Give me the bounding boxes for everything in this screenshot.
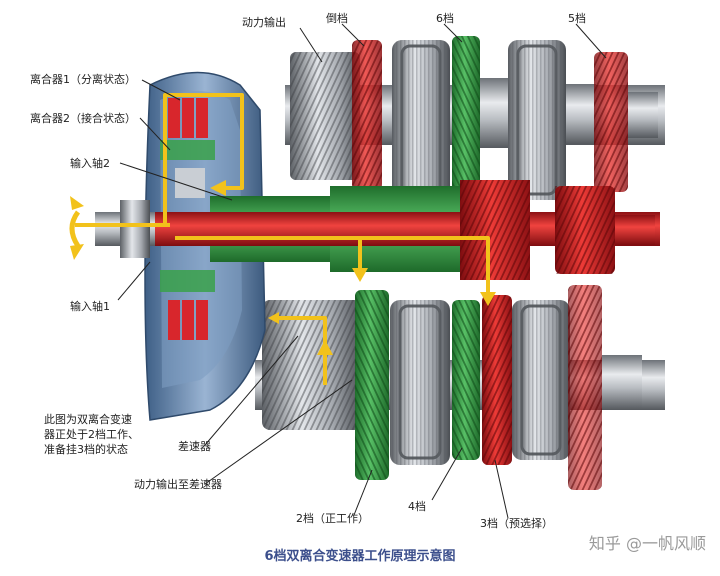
power-flow-arrowheads <box>210 180 496 355</box>
label-power-output: 动力输出 <box>242 16 286 29</box>
lower-output-shaft <box>255 285 665 490</box>
label-gear4: 4档 <box>408 500 426 513</box>
diagram-caption: 6档双离合变速器工作原理示意图 <box>264 549 456 564</box>
label-gear3: 3档（预选择） <box>480 517 553 530</box>
label-input-shaft1: 输入轴1 <box>70 300 110 313</box>
state-note-line: 此图为双离合变速 <box>44 413 132 426</box>
label-gear2: 2档（正工作） <box>296 512 369 525</box>
state-note-line: 器正处于2档工作、 <box>44 428 139 441</box>
power-flow-path <box>75 93 490 385</box>
upper-output-shaft <box>285 36 665 200</box>
leader-lines <box>117 23 607 519</box>
state-note: 此图为双离合变速 器正处于2档工作、 准备挂3档的状态 <box>44 412 139 457</box>
label-power-to-diff: 动力输出至差速器 <box>134 478 222 491</box>
rotation-arrow-icon <box>69 210 81 248</box>
label-gear5: 5档 <box>568 12 586 25</box>
label-differential: 差速器 <box>178 440 211 453</box>
label-gear6: 6档 <box>436 12 454 25</box>
state-note-line: 准备挂3档的状态 <box>44 443 128 456</box>
label-clutch2: 离合器2（接合状态） <box>30 112 136 125</box>
label-reverse-gear: 倒档 <box>326 12 348 25</box>
clutch2-pack <box>160 140 215 292</box>
clutch1-pack <box>168 98 208 340</box>
label-clutch1: 离合器1（分离状态） <box>30 73 136 86</box>
watermark: 知乎 @一帆风顺 <box>588 534 706 553</box>
label-input-shaft2: 输入轴2 <box>70 157 110 170</box>
